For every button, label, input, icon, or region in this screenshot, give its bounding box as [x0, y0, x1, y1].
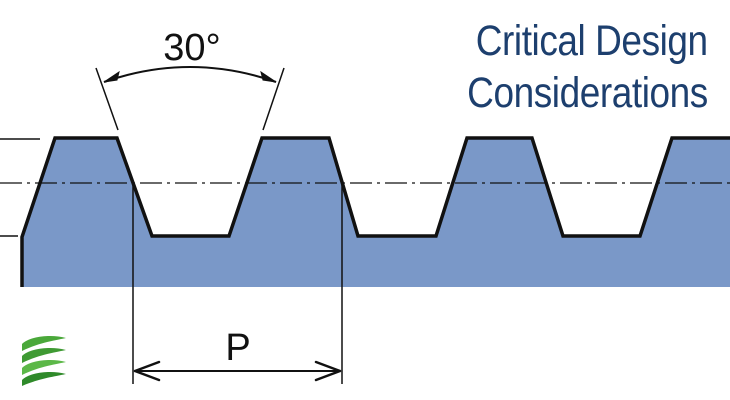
angle-arrow-right	[260, 70, 277, 83]
belt-tooth-profile	[22, 138, 730, 287]
angle-extension-right	[262, 67, 285, 131]
pitch-arrow-right	[314, 360, 342, 382]
angle-arc	[103, 66, 277, 83]
green-stacked-swoosh-logo-icon	[22, 336, 66, 386]
angle-extension-left	[95, 67, 119, 131]
title-line-2: Considerations	[467, 69, 708, 117]
title-line-1: Critical Design	[476, 17, 708, 65]
pitch-arrow-left	[133, 360, 161, 382]
angle-arrow-left	[103, 70, 120, 83]
tooth-outline	[20, 136, 730, 287]
angle-label: 30°	[163, 27, 220, 69]
pitch-label: P	[225, 327, 250, 369]
